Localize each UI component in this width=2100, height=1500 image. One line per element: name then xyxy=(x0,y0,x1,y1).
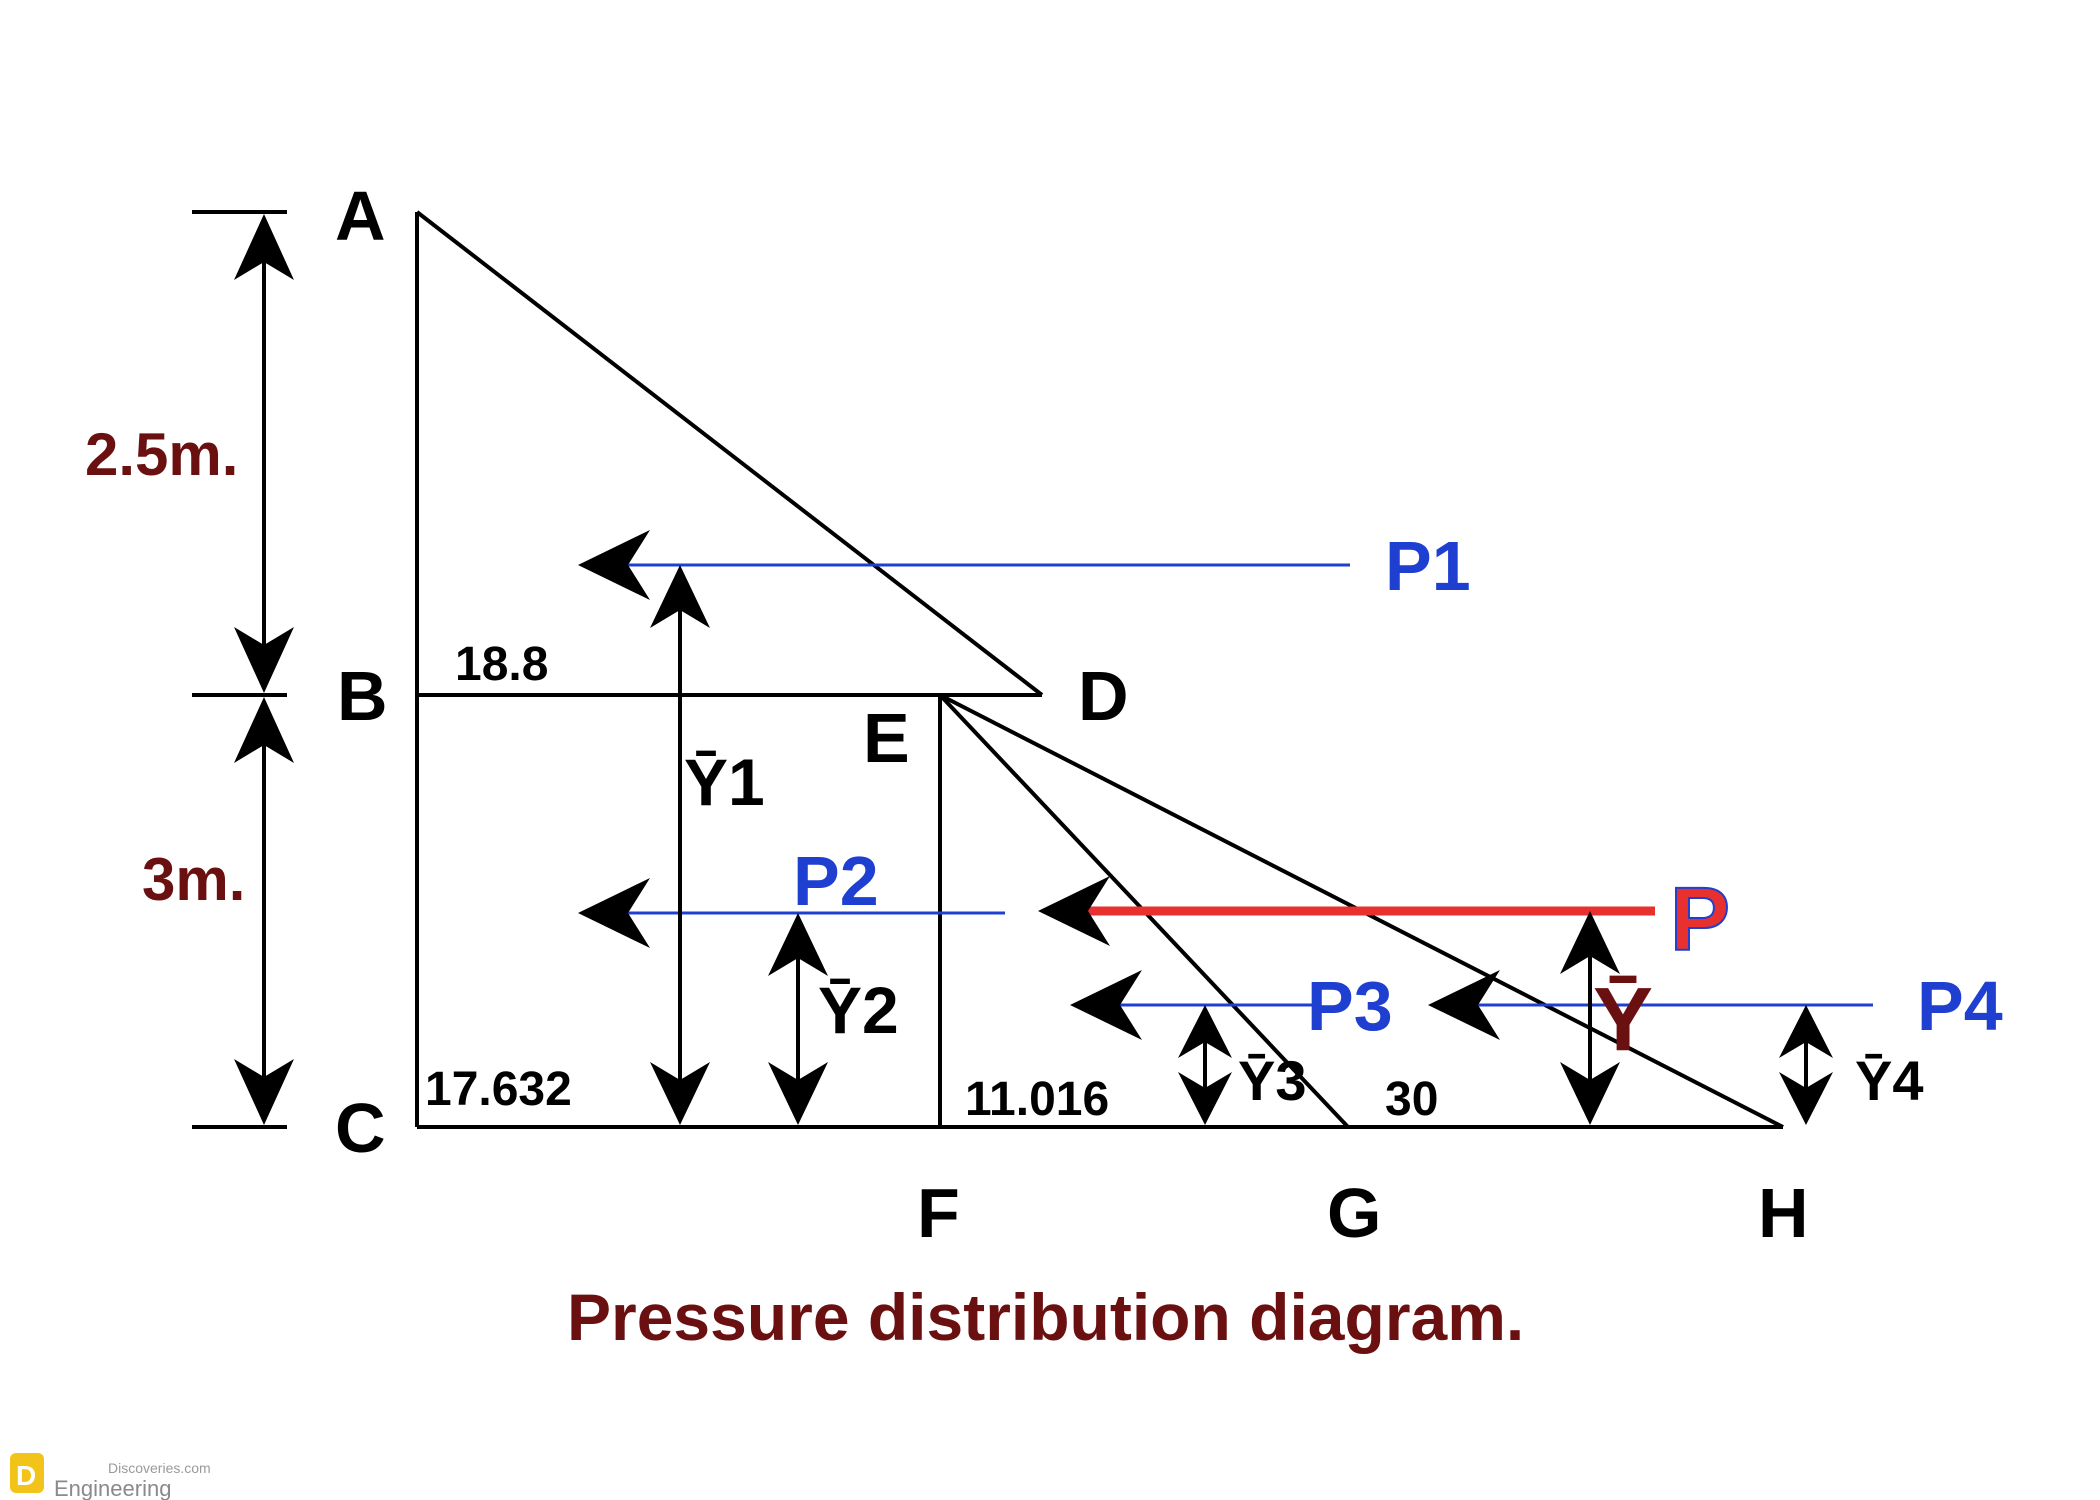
dimension-lines xyxy=(192,210,287,1129)
value-g: 30 xyxy=(1385,1073,1438,1126)
force-arrowheads xyxy=(578,530,1500,1040)
label-p3: P3 xyxy=(1307,967,1393,1045)
label-a: A xyxy=(335,177,386,255)
logo-mark-letter: D xyxy=(16,1460,36,1491)
value-f: 11.016 xyxy=(965,1073,1109,1126)
label-y: Ȳ xyxy=(1593,970,1653,1070)
label-y4: Ȳ4 xyxy=(1855,1049,1924,1112)
arrow-left-icon xyxy=(1428,970,1500,1040)
arrow-up-icon xyxy=(768,913,828,976)
arrow-down-icon xyxy=(234,1059,294,1125)
arrow-down-icon xyxy=(768,1062,828,1125)
label-p4: P4 xyxy=(1917,967,2003,1045)
label-b: B xyxy=(337,657,388,735)
diagram-caption: Pressure distribution diagram. xyxy=(567,1280,1524,1354)
arrow-up-icon xyxy=(650,565,710,628)
force-lines xyxy=(600,563,1873,1007)
arrow-down-icon xyxy=(234,627,294,693)
label-p2: P2 xyxy=(793,842,879,920)
logo-main-text: Engineering xyxy=(54,1476,171,1500)
label-p1: P1 xyxy=(1385,527,1471,605)
value-c: 17.632 xyxy=(425,1063,572,1116)
label-h: H xyxy=(1758,1174,1809,1252)
arrow-left-icon xyxy=(578,530,650,600)
logo-mark-icon xyxy=(10,1453,44,1493)
dim-label-bottom: 3m. xyxy=(142,846,245,913)
dim-label-top: 2.5m. xyxy=(85,421,238,488)
arrow-down-icon xyxy=(1779,1072,1833,1125)
label-c: C xyxy=(335,1089,386,1167)
arrow-up-icon xyxy=(1178,1005,1232,1058)
dimension-arrowheads xyxy=(234,214,294,1125)
label-y2: Ȳ2 xyxy=(818,973,899,1047)
site-logo: D Discoveries.com Engineering xyxy=(10,1453,211,1500)
arrow-up-icon xyxy=(1560,911,1620,974)
arrow-left-icon xyxy=(578,878,650,948)
label-p: P xyxy=(1670,870,1730,970)
arrow-up-icon xyxy=(234,214,294,280)
arrow-down-icon xyxy=(1560,1062,1620,1125)
logo-small-text: Discoveries.com xyxy=(108,1460,211,1476)
label-d: D xyxy=(1078,657,1129,735)
line-ad xyxy=(415,210,1044,697)
arrow-down-icon xyxy=(1178,1072,1232,1125)
arrow-down-icon xyxy=(650,1062,710,1125)
label-y1: Ȳ1 xyxy=(684,745,765,819)
label-e: E xyxy=(863,699,910,777)
centroid-arrowheads xyxy=(650,565,1833,1125)
arrow-up-icon xyxy=(234,697,294,763)
point-labels: A B C D E F G H xyxy=(335,177,1809,1252)
arrow-up-icon xyxy=(1779,1005,1833,1058)
label-f: F xyxy=(917,1174,960,1252)
label-y3: Ȳ3 xyxy=(1238,1049,1307,1112)
value-b: 18.8 xyxy=(455,638,548,691)
label-g: G xyxy=(1327,1174,1381,1252)
arrow-left-icon xyxy=(1038,876,1110,946)
arrow-left-icon xyxy=(1070,970,1142,1040)
